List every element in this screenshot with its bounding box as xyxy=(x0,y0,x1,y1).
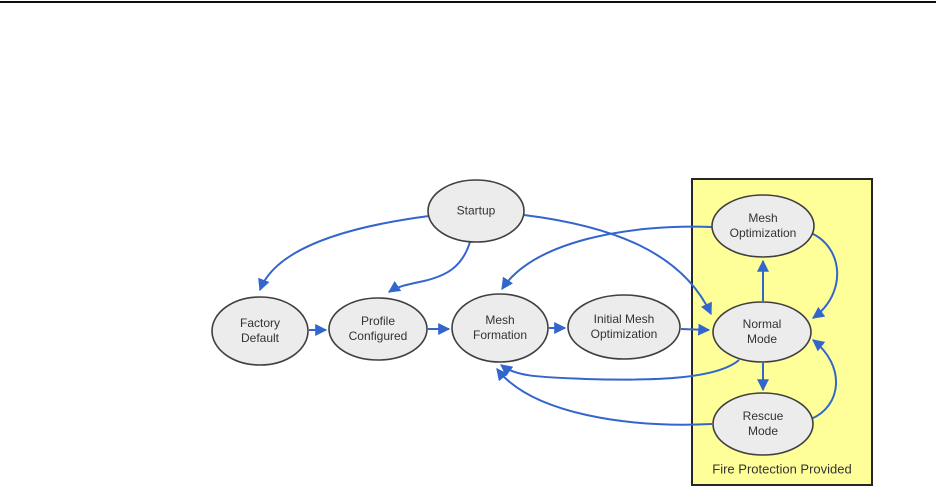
edge-startup-to-profile-configured xyxy=(388,241,471,293)
node-mesh-optimization xyxy=(711,194,815,258)
node-initial-mesh-optimization xyxy=(567,294,681,360)
node-factory-default xyxy=(211,296,309,366)
edge-startup-to-factory-default xyxy=(258,215,430,292)
node-profile-configured xyxy=(328,297,428,361)
edge-startup-to-normal-mode xyxy=(523,214,712,316)
edge-initial-mesh-optimization-to-normal-mode xyxy=(680,323,711,336)
edge-normal-mode-to-mesh-formation xyxy=(500,359,740,381)
edge-rescue-mode-to-mesh-formation xyxy=(496,368,713,426)
edge-mesh-optimization-to-normal-mode xyxy=(810,232,839,319)
node-startup xyxy=(427,179,525,243)
edge-mesh-optimization-to-mesh-formation xyxy=(501,225,713,290)
node-normal-mode xyxy=(712,301,812,363)
node-group xyxy=(211,179,815,456)
edge-rescue-mode-to-normal-mode xyxy=(810,339,838,420)
node-mesh-formation xyxy=(451,293,549,363)
node-rescue-mode xyxy=(712,392,814,456)
edge-group xyxy=(258,214,839,426)
page-top-rule xyxy=(0,1,936,3)
